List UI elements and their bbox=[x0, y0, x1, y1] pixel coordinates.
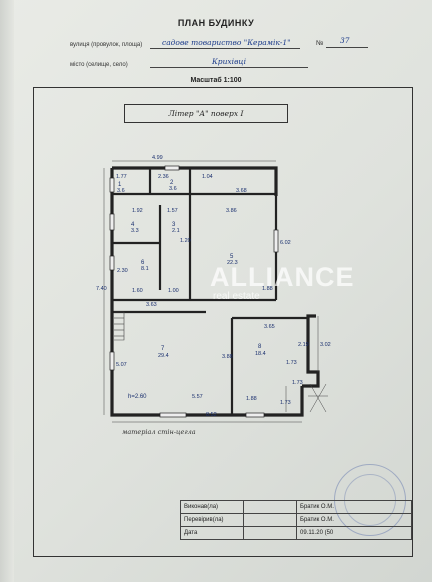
page-edge bbox=[0, 0, 14, 582]
dim-label: 3.65 bbox=[264, 324, 275, 330]
room-area: 3.3 bbox=[131, 228, 139, 234]
document-title: ПЛАН БУДИНКУ bbox=[177, 18, 255, 28]
dim-label: 2.19 bbox=[298, 342, 309, 348]
dim-label: 1.57 bbox=[167, 208, 178, 214]
dim-label: 7.40 bbox=[96, 286, 107, 292]
sig-value: Братик О.М. bbox=[296, 513, 412, 527]
room-area: 29.4 bbox=[158, 353, 169, 359]
sig-cell bbox=[243, 513, 297, 527]
room-number: 1 bbox=[118, 182, 122, 188]
room-area: 8.1 bbox=[141, 266, 149, 272]
dim-label: 3.02 bbox=[320, 342, 331, 348]
windows bbox=[109, 165, 279, 418]
sig-label: Перевірив(ла) bbox=[180, 513, 244, 527]
place-value: Крихівці bbox=[212, 57, 247, 66]
place-underline bbox=[150, 67, 308, 68]
room-number: 3 bbox=[172, 222, 176, 228]
sig-label: Дата bbox=[180, 526, 244, 540]
number-underline bbox=[326, 47, 368, 48]
room-number: 4 bbox=[131, 222, 135, 228]
dim-label: 2.36 bbox=[158, 174, 169, 180]
sig-value: 09.11.20 (50 bbox=[296, 526, 412, 540]
dim-label: 3.63 bbox=[146, 302, 157, 308]
dim-label: 1.04 bbox=[202, 174, 213, 180]
street-underline bbox=[150, 48, 300, 49]
dim-label: 1.00 bbox=[168, 288, 179, 294]
watermark-logo: ALLIANCE bbox=[210, 262, 355, 292]
street-label: вулиця (провулок, площа) bbox=[70, 42, 143, 48]
ceiling-height: h=2.60 bbox=[128, 394, 147, 400]
dim-label: 1.73 bbox=[280, 400, 291, 406]
signature-table: Виконав(ла) Братик О.М. Перевірив(ла) Бр… bbox=[180, 500, 412, 540]
dim-label: 3.88 bbox=[222, 354, 233, 360]
dim-label: 5.57 bbox=[192, 394, 203, 400]
dim-label: 3.68 bbox=[236, 188, 247, 194]
room-area: 3.6 bbox=[117, 188, 125, 194]
number-label: № bbox=[316, 40, 324, 47]
room-number: 6 bbox=[141, 260, 145, 266]
room-area: 2.1 bbox=[172, 228, 180, 234]
plan-dimension-text: 4.99 1.77 2.36 1.04 3.68 1 3.6 2 3.6 1.9… bbox=[96, 155, 331, 418]
dim-label: 1.20 bbox=[180, 238, 191, 244]
dim-label: 8.52 bbox=[206, 412, 217, 418]
dimension-lines bbox=[103, 160, 328, 423]
sig-label: Виконав(ла) bbox=[180, 500, 244, 514]
dim-label: 5.07 bbox=[116, 362, 127, 368]
litera-box: Літер "А" поверх I bbox=[124, 104, 288, 123]
dim-label: 1.88 bbox=[246, 396, 257, 402]
room-number: 2 bbox=[170, 180, 174, 186]
sig-cell bbox=[243, 526, 297, 540]
scale-label: Масштаб 1:100 bbox=[190, 77, 242, 84]
dim-label: 1.60 bbox=[132, 288, 143, 294]
room-area: 22.3 bbox=[227, 260, 238, 266]
dim-label: 6.02 bbox=[280, 240, 291, 246]
dim-label: 1.73 bbox=[292, 380, 303, 386]
stairs bbox=[114, 311, 125, 341]
room-number: 8 bbox=[258, 344, 262, 350]
room-area: 18.4 bbox=[255, 351, 266, 357]
dim-label: 2.30 bbox=[117, 268, 128, 274]
sig-cell bbox=[243, 500, 297, 514]
room-number: 5 bbox=[230, 254, 234, 260]
dim-label: 1.77 bbox=[116, 174, 127, 180]
drawing-frame bbox=[33, 87, 413, 557]
table-row: Виконав(ла) Братик О.М. bbox=[180, 500, 412, 514]
place-label: місто (селище, село) bbox=[70, 62, 128, 68]
dim-label: 3.86 bbox=[226, 208, 237, 214]
dim-label: 1.92 bbox=[132, 208, 143, 214]
dim-label: 4.99 bbox=[152, 155, 163, 161]
table-row: Дата 09.11.20 (50 bbox=[180, 526, 412, 540]
room-area: 3.6 bbox=[169, 186, 177, 192]
dim-label: 1.73 bbox=[286, 360, 297, 366]
street-value: садове товариство "Керамік-1" bbox=[162, 38, 291, 47]
number-value: 37 bbox=[340, 36, 350, 45]
wall-material-note: матеріал стін-цегла bbox=[122, 428, 196, 436]
dim-label: 1.88 bbox=[262, 286, 273, 292]
table-row: Перевірив(ла) Братик О.М. bbox=[180, 513, 412, 527]
watermark-subtitle: real estate bbox=[213, 291, 260, 302]
room-number: 7 bbox=[161, 346, 165, 352]
sig-value: Братик О.М. bbox=[296, 500, 412, 514]
